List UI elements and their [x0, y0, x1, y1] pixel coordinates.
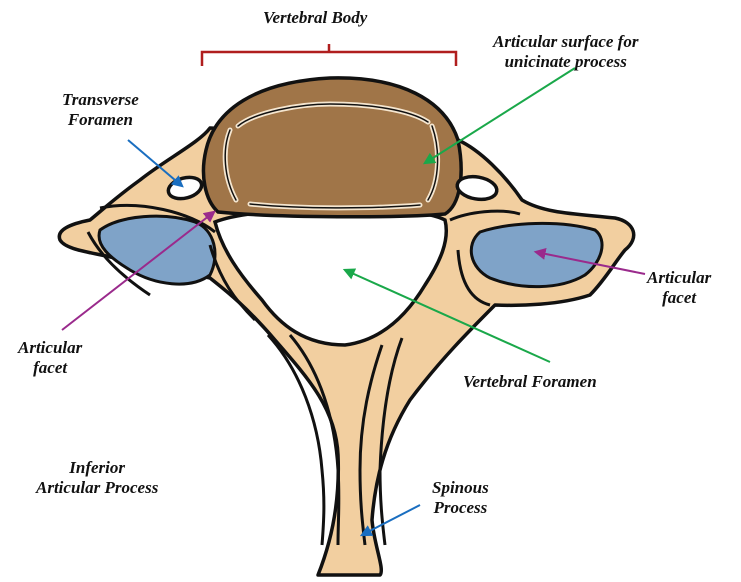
label-spinous-process-line2: Process [432, 498, 489, 518]
label-articular-facet-left-line1: Articular [18, 338, 82, 358]
label-articular-facet-right-line2: facet [647, 288, 711, 308]
vertebral-body-shape [203, 78, 461, 217]
vertebral-body-bracket [202, 44, 456, 66]
label-transverse-foramen: Transverse Foramen [62, 90, 139, 130]
label-spinous-process-line1: Spinous [432, 478, 489, 498]
label-inferior-articular-process: Inferior Articular Process [36, 458, 158, 498]
label-articular-facet-right: Articular facet [647, 268, 711, 308]
label-transverse-foramen-line1: Transverse [62, 90, 139, 110]
label-articular-facet-left: Articular facet [18, 338, 82, 378]
label-vertebral-body: Vertebral Body [263, 8, 367, 28]
label-vertebral-foramen-text: Vertebral Foramen [463, 372, 597, 392]
label-articular-facet-left-line2: facet [18, 358, 82, 378]
articular-facet-left-shape [99, 216, 215, 284]
label-transverse-foramen-line2: Foramen [62, 110, 139, 130]
label-spinous-process: Spinous Process [432, 478, 489, 518]
articular-facet-right-shape [471, 223, 602, 286]
label-vertebral-foramen: Vertebral Foramen [463, 372, 597, 392]
label-inferior-articular-line2: Articular Process [36, 478, 158, 498]
arrow-articular-surface [425, 68, 575, 163]
label-articular-surface: Articular surface for unicinate process [493, 32, 638, 72]
label-articular-surface-line2: unicinate process [493, 52, 638, 72]
label-articular-facet-right-line1: Articular [647, 268, 711, 288]
label-articular-surface-line1: Articular surface for [493, 32, 638, 52]
label-inferior-articular-line1: Inferior [36, 458, 158, 478]
label-vertebral-body-text: Vertebral Body [263, 8, 367, 28]
